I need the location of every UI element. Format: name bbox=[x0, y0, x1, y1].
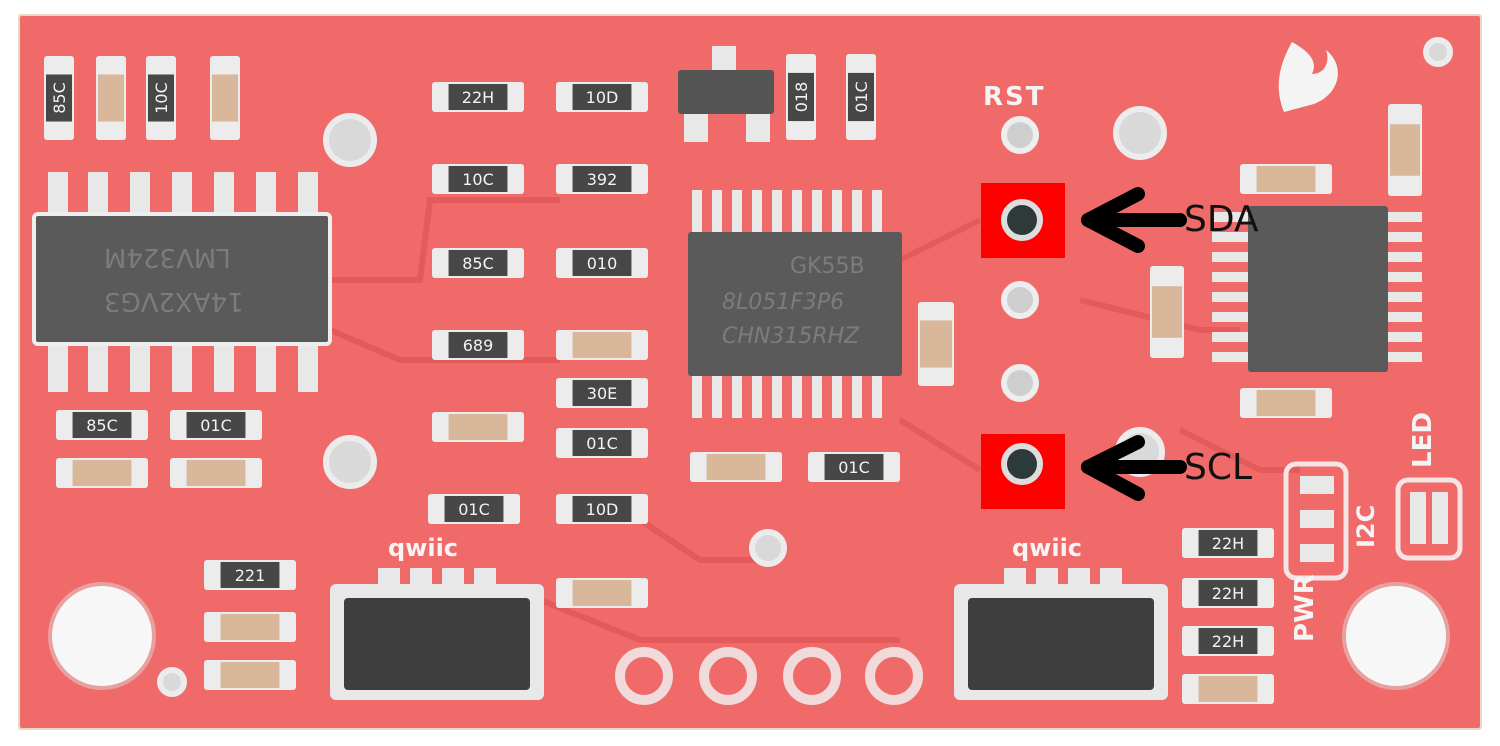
scl-label: SCL bbox=[1184, 447, 1253, 488]
capacitor-body bbox=[572, 332, 632, 358]
qwiic-connectors bbox=[330, 568, 1168, 700]
resistor-marking: 010 bbox=[587, 254, 618, 273]
resistor-body bbox=[448, 332, 508, 358]
resistor-body bbox=[1198, 628, 1258, 654]
resistor-marking: 30E bbox=[587, 384, 617, 403]
silk-i2c: I2C bbox=[1352, 504, 1380, 548]
resistor-body bbox=[448, 166, 508, 192]
resistor-marking: 01C bbox=[458, 500, 490, 519]
pin-highlights bbox=[981, 183, 1065, 509]
mounting-holes bbox=[48, 582, 1450, 690]
silk-led: LED bbox=[1408, 412, 1438, 468]
chip-mid-marking-1: GK55B bbox=[790, 254, 865, 279]
bottom-pads bbox=[615, 647, 923, 705]
resistor-body bbox=[46, 74, 72, 122]
resistor-marking: 01C bbox=[200, 416, 232, 435]
pcb-traces bbox=[328, 197, 1300, 643]
capacitor-body bbox=[220, 662, 280, 688]
capacitor-body bbox=[1256, 166, 1316, 192]
silk-qwiic-left: qwiic bbox=[388, 534, 459, 562]
capacitor-body bbox=[920, 320, 952, 368]
chip-left-marking-2: 14AX2VG3 bbox=[104, 286, 244, 316]
resistor-body bbox=[824, 454, 884, 480]
resistor-body bbox=[572, 166, 632, 192]
resistor-body bbox=[186, 412, 246, 438]
capacitor-body bbox=[1152, 286, 1182, 338]
capacitor-body bbox=[1198, 676, 1258, 702]
capacitor-body bbox=[220, 614, 280, 640]
resistor-marking: 22H bbox=[1212, 632, 1244, 651]
resistor-marking: 392 bbox=[587, 170, 618, 189]
passive-components: 85C 10C 22H 10D 10C 392 85C 010 689 30E 01C 01C 10D 8… bbox=[44, 54, 1422, 704]
resistor-marking: 85C bbox=[462, 254, 494, 273]
chip-mid-marking-3: CHN315RHZ bbox=[722, 324, 860, 349]
resistor-marking: 10D bbox=[586, 88, 619, 107]
capacitor-body bbox=[72, 460, 132, 486]
resistor-body bbox=[788, 72, 814, 122]
capacitor-body bbox=[448, 414, 508, 440]
chip-lmv324 bbox=[32, 172, 332, 392]
sda-label: SDA bbox=[1184, 199, 1259, 240]
capacitor-body bbox=[706, 454, 766, 480]
resistor-marking: 10D bbox=[586, 500, 619, 519]
silk-qwiic-right: qwiic bbox=[1012, 534, 1083, 562]
resistor-marking: 85C bbox=[50, 82, 69, 114]
sda-arrow-icon bbox=[1081, 187, 1187, 253]
callout-arrows bbox=[1081, 187, 1187, 501]
silk-rst: RST bbox=[983, 82, 1046, 112]
scl-arrow-icon bbox=[1081, 435, 1187, 501]
resistor-marking: 01C bbox=[852, 81, 871, 113]
resistor-body bbox=[572, 84, 632, 110]
capacitor-body bbox=[1390, 124, 1420, 176]
resistor-body bbox=[572, 250, 632, 276]
capacitor-body bbox=[1256, 390, 1316, 416]
resistor-body bbox=[448, 84, 508, 110]
chip-mid-marking-2: 8L051F3P6 bbox=[722, 290, 845, 315]
resistor-body bbox=[1198, 580, 1258, 606]
resistor-marking: 01C bbox=[586, 434, 618, 453]
capacitor-body bbox=[572, 580, 632, 606]
capacitor-body bbox=[212, 74, 238, 122]
capacitor-body bbox=[98, 74, 124, 122]
chip-stm8 bbox=[688, 190, 902, 418]
resistor-body bbox=[572, 430, 632, 456]
resistor-body bbox=[72, 412, 132, 438]
resistor-marking: 22H bbox=[1212, 534, 1244, 553]
resistor-body bbox=[848, 72, 874, 122]
resistor-marking: 01C bbox=[838, 458, 870, 477]
silk-pwr: PWR bbox=[1290, 574, 1320, 642]
resistor-marking: 22H bbox=[1212, 584, 1244, 603]
capacitor-body bbox=[186, 460, 246, 486]
chip-left-marking-1: LMV324M bbox=[104, 242, 231, 272]
resistor-marking: 10C bbox=[152, 82, 171, 114]
resistor-marking: 85C bbox=[86, 416, 118, 435]
resistor-body bbox=[448, 250, 508, 276]
resistor-marking: 10C bbox=[462, 170, 494, 189]
resistor-body bbox=[148, 74, 174, 122]
resistor-marking: 22H bbox=[462, 88, 494, 107]
jumper-pads bbox=[1300, 476, 1448, 562]
sparkfun-flame-logo bbox=[1278, 42, 1338, 112]
jumper-outlines bbox=[1283, 461, 1463, 581]
resistor-body bbox=[1198, 530, 1258, 556]
resistor-body bbox=[572, 380, 632, 406]
resistor-body bbox=[572, 496, 632, 522]
resistor-marking: 689 bbox=[463, 336, 494, 355]
resistor-marking: 018 bbox=[792, 82, 811, 113]
chip-sot bbox=[678, 46, 774, 142]
resistor-body bbox=[444, 496, 504, 522]
resistor-marking: 221 bbox=[235, 566, 266, 585]
resistor-body bbox=[220, 562, 280, 588]
header-pins bbox=[1001, 116, 1039, 483]
chip-right bbox=[1212, 206, 1422, 372]
